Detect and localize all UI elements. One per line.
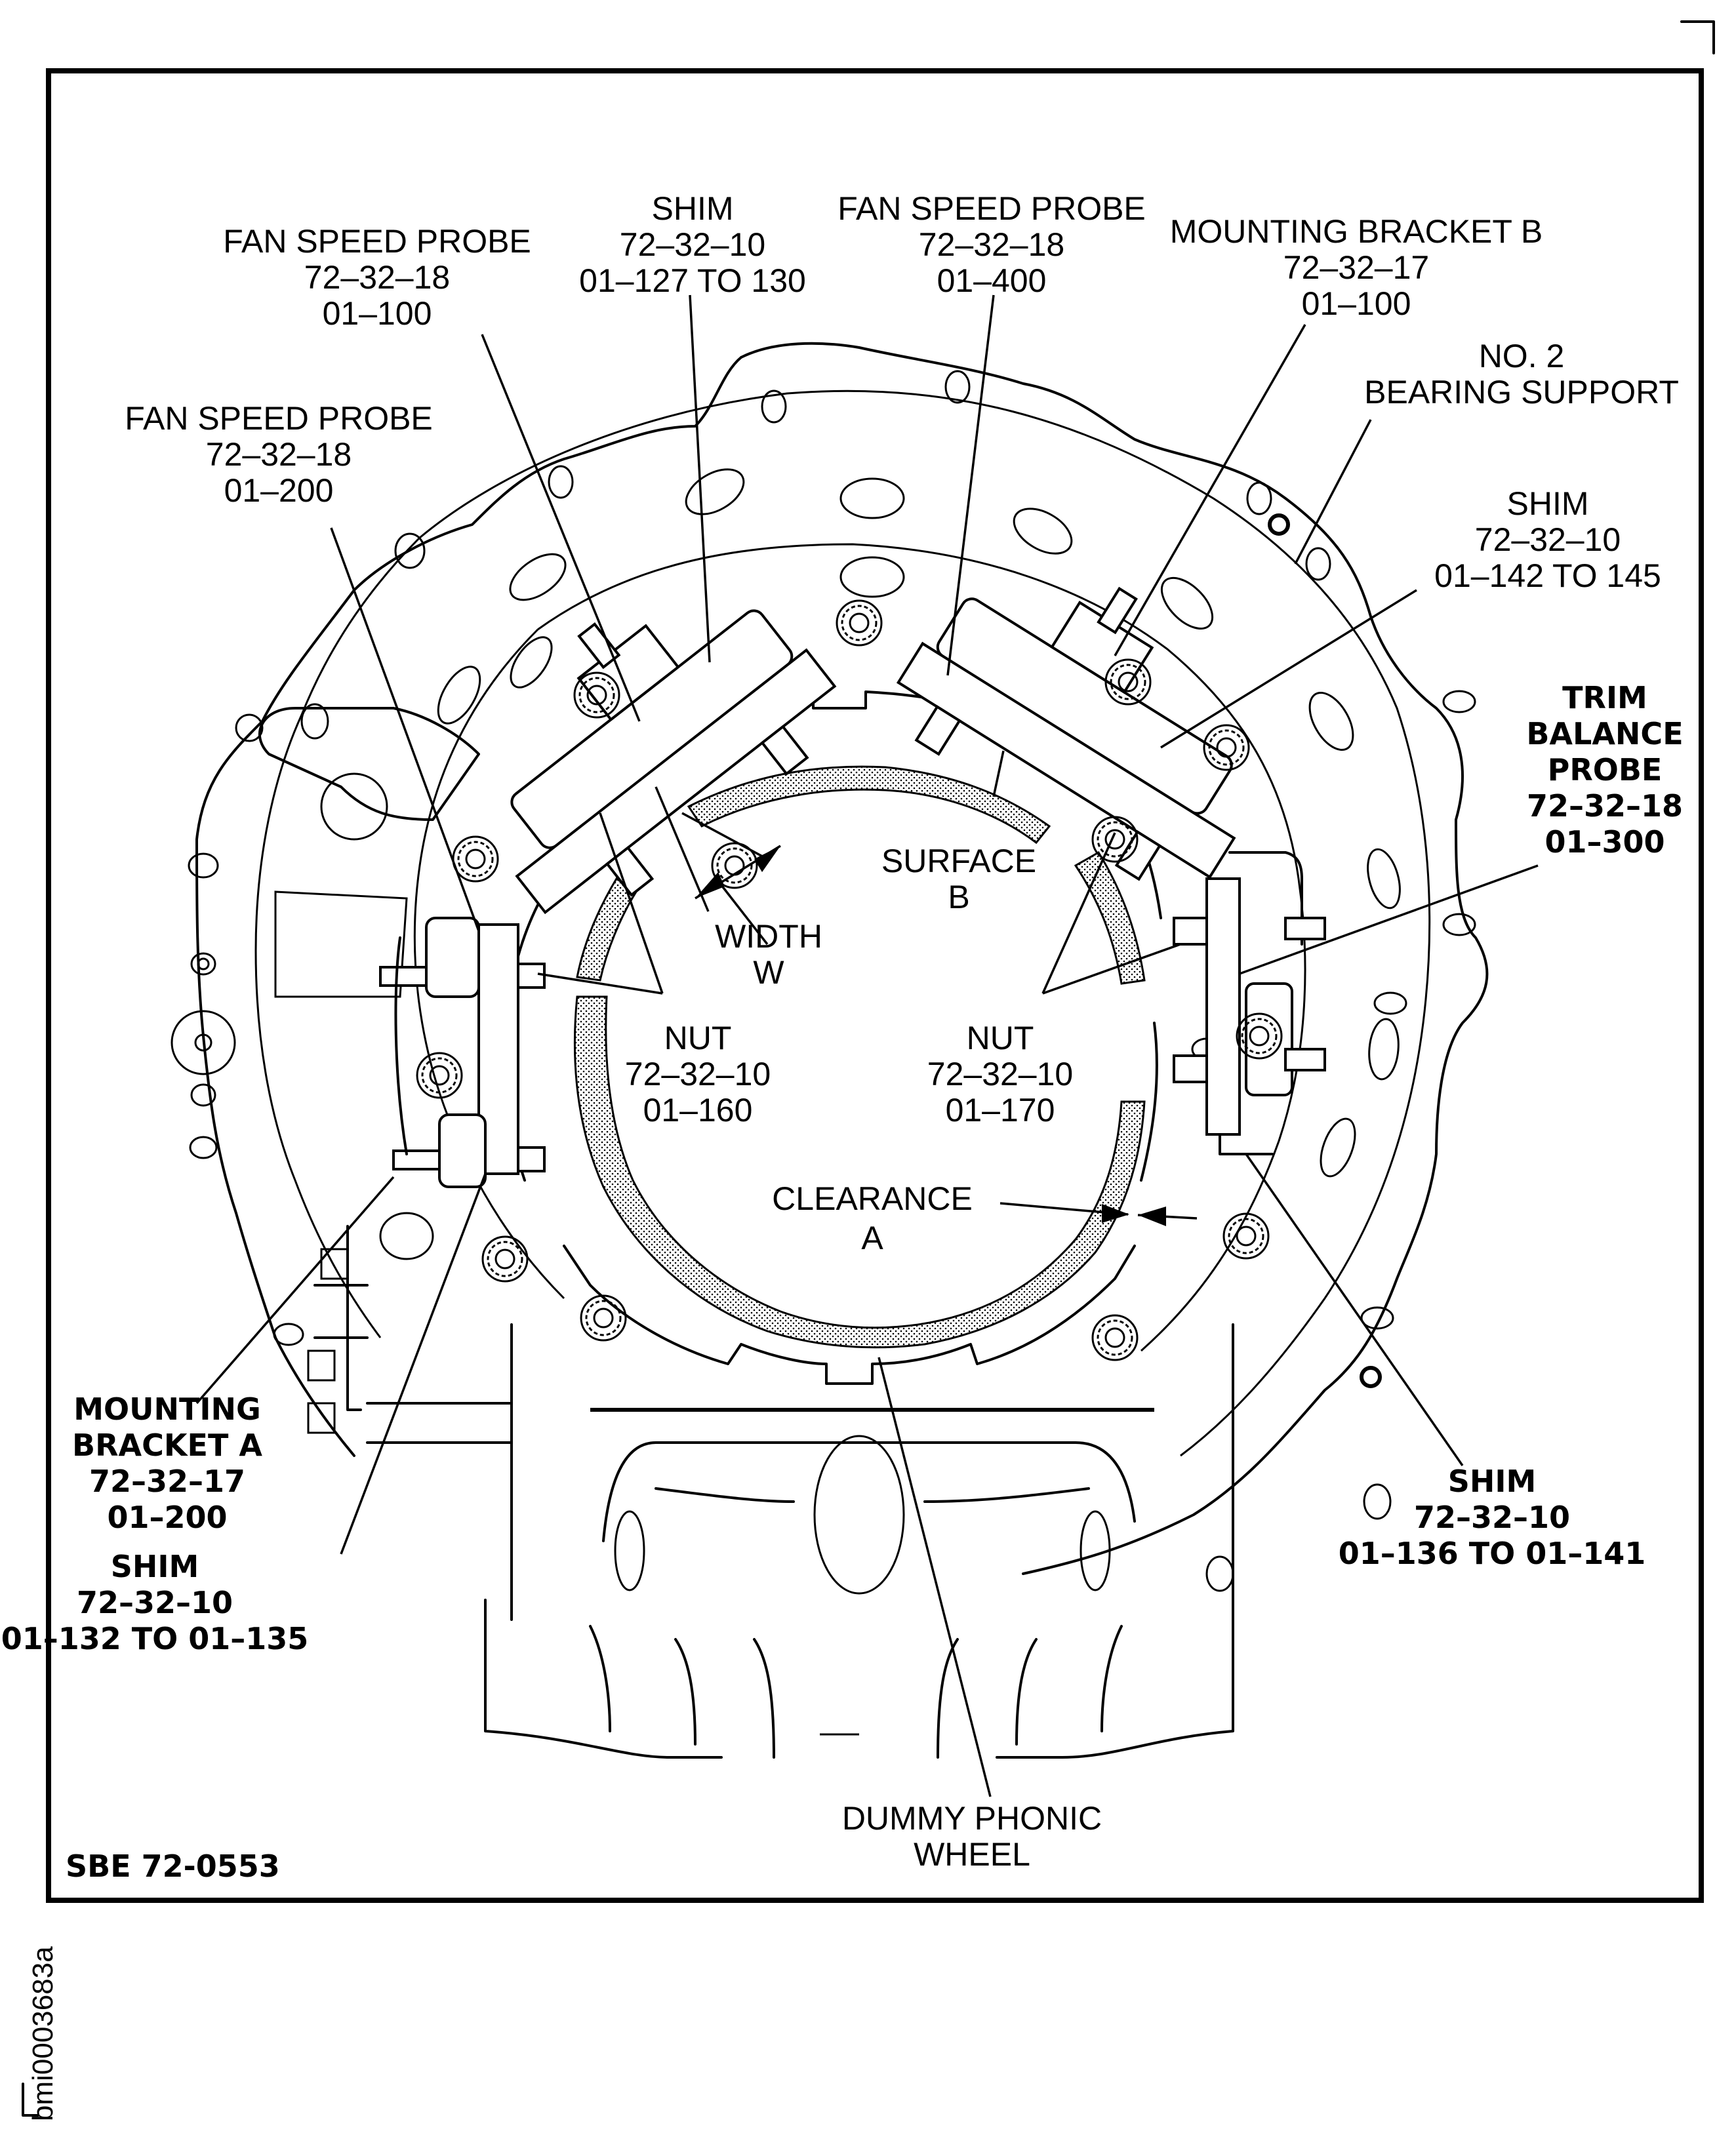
- label-line: MOUNTING: [73, 1391, 260, 1427]
- label-line: 01–127 TO 130: [579, 262, 806, 299]
- label-line: 72–32–10: [1475, 521, 1621, 558]
- bearing-support-drawing: [171, 342, 1489, 1759]
- label-mounting-bracket-b: MOUNTING BRACKET B 72–32–17 01–100: [1170, 213, 1543, 322]
- label-line: DUMMY PHONIC: [842, 1800, 1102, 1837]
- label-shim-01-132: SHIM 72–32–10 01–132 TO 01–135: [1, 1549, 309, 1656]
- label-fan-speed-probe-01-400: FAN SPEED PROBE 72–32–18 01–400: [838, 190, 1146, 299]
- label-line: 01–400: [937, 262, 1047, 299]
- label-line: SHIM: [652, 190, 734, 227]
- label-line: SHIM: [111, 1549, 199, 1584]
- label-line: 72–32–18: [304, 259, 450, 296]
- label-line: BEARING SUPPORT: [1364, 374, 1679, 410]
- label-fan-speed-probe-01-100: FAN SPEED PROBE 72–32–18 01–100: [223, 223, 531, 332]
- label-line: 01–136 TO 01–141: [1339, 1536, 1646, 1571]
- label-width-w: WIDTH W: [715, 918, 822, 991]
- label-mounting-bracket-a: MOUNTING BRACKET A 72–32–17 01–200: [72, 1391, 262, 1535]
- label-line: BALANCE: [1526, 716, 1683, 751]
- label-line: 01–200: [107, 1500, 227, 1535]
- label-line: 72–32–10: [77, 1585, 233, 1620]
- label-line: 01–300: [1544, 824, 1665, 860]
- label-line: 72–32–17: [1283, 249, 1429, 286]
- label-line: 01–160: [643, 1092, 753, 1128]
- label-line: FAN SPEED PROBE: [125, 400, 433, 437]
- label-trim-balance-probe: TRIM BALANCE PROBE 72–32–18 01–300: [1526, 680, 1683, 860]
- label-line: B: [948, 879, 969, 915]
- label-line: SURFACE: [881, 843, 1036, 879]
- label-line: 72–32–10: [1414, 1500, 1570, 1535]
- label-line: TRIM: [1562, 680, 1647, 715]
- label-line: FAN SPEED PROBE: [223, 223, 531, 260]
- label-line: NUT: [967, 1020, 1034, 1056]
- side-code: bmi0003683a: [27, 1946, 59, 2121]
- corner-mark-top-right: [1680, 20, 1715, 54]
- label-line: 72–32–10: [620, 226, 765, 263]
- corner-mark-bottom-left: [22, 2083, 39, 2117]
- label-line: PROBE: [1548, 752, 1663, 788]
- figure-frame: [46, 68, 1704, 1903]
- label-clearance-a: CLEARANCE A: [772, 1180, 973, 1256]
- label-nut-01-170: NUT 72–32–10 01–170: [927, 1020, 1073, 1128]
- label-line: SHIM: [1507, 485, 1589, 522]
- label-shim-01-142: SHIM 72–32–10 01–142 TO 145: [1434, 485, 1661, 594]
- label-shim-01-127: SHIM 72–32–10 01–127 TO 130: [579, 190, 806, 299]
- label-line: FAN SPEED PROBE: [838, 190, 1146, 227]
- label-line: 01–200: [224, 472, 334, 509]
- label-line: 01–100: [323, 295, 432, 332]
- label-dummy-phonic-wheel: DUMMY PHONIC WHEEL: [842, 1800, 1102, 1873]
- label-line: 72–32–18: [919, 226, 1064, 263]
- label-surface-b: SURFACE B: [881, 843, 1036, 915]
- label-line: MOUNTING BRACKET B: [1170, 213, 1543, 250]
- label-line: 72–32–18: [1527, 788, 1683, 824]
- label-line: 72–32–10: [927, 1056, 1073, 1092]
- label-line: 01–132 TO 01–135: [1, 1621, 309, 1656]
- label-line: WIDTH: [715, 918, 822, 955]
- label-line: 01–142 TO 145: [1434, 557, 1661, 594]
- label-line: BRACKET A: [72, 1428, 262, 1463]
- label-line: SHIM: [1448, 1464, 1537, 1499]
- figure-id: SBE 72-0553: [66, 1848, 280, 1884]
- label-line: 01–100: [1302, 285, 1411, 322]
- label-line: 72–32–17: [89, 1464, 245, 1499]
- label-line: 72–32–10: [625, 1056, 771, 1092]
- label-line: 01–170: [946, 1092, 1055, 1128]
- label-line: 72–32–18: [206, 436, 352, 473]
- label-fan-speed-probe-01-200: FAN SPEED PROBE 72–32–18 01–200: [125, 400, 433, 509]
- leader-lines: [195, 294, 1539, 1797]
- label-line: NUT: [664, 1020, 732, 1056]
- label-bearing-support: NO. 2 BEARING SUPPORT: [1364, 338, 1679, 410]
- label-line: WHEEL: [914, 1836, 1030, 1873]
- label-line: A: [861, 1220, 883, 1256]
- label-line: W: [753, 954, 784, 991]
- label-line: CLEARANCE: [772, 1180, 973, 1217]
- label-shim-01-136: SHIM 72–32–10 01–136 TO 01–141: [1339, 1464, 1646, 1571]
- label-line: NO. 2: [1479, 338, 1565, 374]
- label-nut-01-160: NUT 72–32–10 01–160: [625, 1020, 771, 1128]
